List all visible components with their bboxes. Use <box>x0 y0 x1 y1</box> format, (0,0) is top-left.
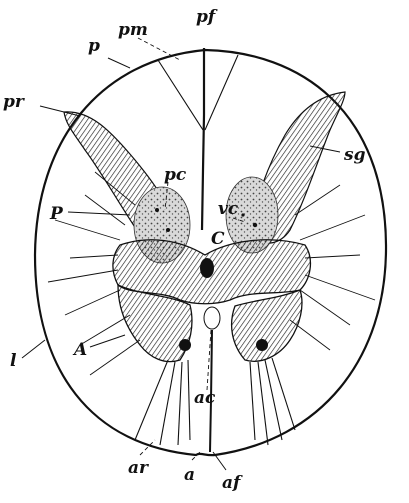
label-A: A <box>72 340 87 360</box>
left-cell <box>166 228 170 232</box>
label-vc: vc <box>218 199 239 219</box>
label-sg: sg <box>343 145 366 165</box>
label-pm: pm <box>118 20 148 40</box>
label-pf: pf <box>196 7 218 27</box>
anterior-commissure-notch <box>204 307 220 329</box>
label-af: af <box>222 473 243 493</box>
label-ar: ar <box>128 458 149 478</box>
label-p: p <box>88 36 100 56</box>
label-pc: pc <box>164 165 187 185</box>
label-C: C <box>211 229 225 249</box>
label-P: P <box>49 204 64 224</box>
right-cell <box>241 213 244 216</box>
label-ac: ac <box>194 388 216 408</box>
leader-l <box>22 340 45 358</box>
central-canal <box>200 258 214 278</box>
label-pr: pr <box>3 92 25 112</box>
right-motor-cell-cluster <box>256 339 268 351</box>
label-l: l <box>10 351 17 371</box>
leader-pr <box>40 106 80 116</box>
leader-p <box>108 58 130 68</box>
left-motor-cell-cluster <box>179 339 191 351</box>
label-a: a <box>184 465 195 485</box>
left-cell <box>155 208 159 212</box>
right-cell <box>253 223 257 227</box>
